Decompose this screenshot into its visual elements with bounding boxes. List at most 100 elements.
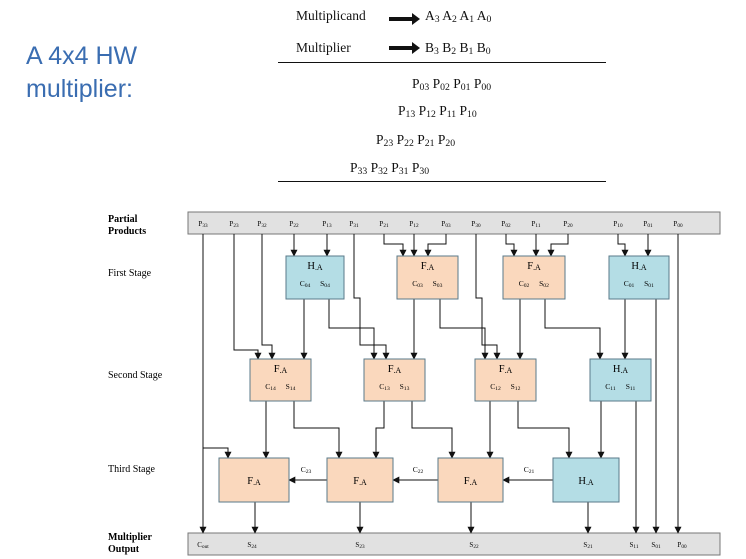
- wire: [475, 234, 501, 360]
- partial-bit: P10: [459, 103, 477, 120]
- block-carry: C02: [519, 279, 530, 289]
- row-label-partial-1: Partial: [108, 214, 138, 225]
- top-bit-label: P03: [441, 220, 451, 229]
- partial-bit: P01: [453, 76, 471, 93]
- multiplicand-label: Multiplicand: [296, 8, 366, 23]
- output-bit-label: S22: [469, 541, 479, 550]
- partial-bit: P31: [391, 160, 409, 177]
- block-title: H.A: [307, 261, 323, 272]
- wire: [353, 234, 390, 360]
- adder-block: [502, 255, 566, 300]
- partial-bit: P12: [418, 103, 436, 120]
- output-bit-label: S23: [355, 541, 365, 550]
- partial-products-bar: [187, 211, 721, 235]
- top-bit-label: P30: [471, 220, 481, 229]
- adder-block: [285, 255, 345, 300]
- output-bit-label: S21: [583, 541, 593, 550]
- top-bit-label: P12: [409, 220, 419, 229]
- top-bit-label: P02: [501, 220, 511, 229]
- block-sum: S04: [320, 279, 330, 289]
- block-carry: C11: [605, 382, 616, 392]
- partial-bit: P21: [417, 132, 435, 149]
- output-bit-label: S01: [651, 541, 661, 550]
- partial-row: P23 P22 P21 P20: [376, 132, 455, 149]
- partial-bit: P13: [398, 103, 416, 120]
- partial-bit: P02: [432, 76, 450, 93]
- top-bit-label: P10: [613, 220, 623, 229]
- block-title: F.A: [499, 364, 513, 375]
- bit-a1: A1: [459, 8, 475, 25]
- bit-a3: A3: [425, 8, 440, 25]
- block-title: F.A: [388, 364, 402, 375]
- partial-row: P13 P12 P11 P10: [398, 103, 477, 120]
- block-carry: C13: [379, 382, 390, 392]
- top-bit-label: P31: [349, 220, 359, 229]
- adder-block: [396, 255, 459, 300]
- top-rule: [278, 62, 606, 63]
- carry-label: C23: [301, 465, 312, 475]
- wires: [199, 234, 682, 534]
- block-sum: S02: [539, 279, 549, 289]
- block-title: H.A: [578, 476, 594, 487]
- adder-blocks: [218, 255, 670, 503]
- wire: [544, 299, 604, 360]
- adder-block: [552, 457, 620, 503]
- wire: [424, 234, 447, 257]
- top-bit-label: P13: [322, 220, 332, 229]
- adder-block: [437, 457, 504, 503]
- top-bit-label: P11: [532, 220, 541, 229]
- partial-bit: P23: [376, 132, 394, 149]
- row-label-second-stage: Second Stage: [108, 370, 163, 381]
- block-sum: S12: [511, 382, 521, 392]
- wire: [617, 234, 629, 257]
- block-title: F.A: [421, 261, 435, 272]
- wire: [233, 234, 262, 360]
- row-label-third-stage: Third Stage: [108, 464, 155, 475]
- wire: [261, 234, 276, 360]
- wire: [439, 299, 489, 360]
- partial-bit: P22: [396, 132, 414, 149]
- block-title: H.A: [631, 261, 647, 272]
- bottom-rule: [278, 181, 606, 182]
- multiplier-bits: B3 B2 B1 B0: [425, 40, 491, 57]
- slide-title-line1: A 4x4 HW: [26, 42, 138, 70]
- partial-bit: P32: [370, 160, 388, 177]
- output-bit-label: S24: [247, 541, 257, 550]
- block-carry: C14: [265, 382, 276, 392]
- block-sum: S14: [286, 382, 296, 392]
- output-bit-label: S11: [630, 541, 639, 550]
- block-title: F.A: [353, 476, 367, 487]
- adder-block: [363, 358, 426, 402]
- block-title: F.A: [247, 476, 261, 487]
- partial-bit: P20: [437, 132, 456, 149]
- wire: [372, 401, 385, 459]
- bit-b2: B2: [442, 40, 457, 57]
- wire: [293, 401, 343, 459]
- partial-bit: P30: [411, 160, 430, 177]
- partial-bit: P03: [412, 76, 430, 93]
- block-sum: S01: [644, 279, 654, 289]
- wire: [411, 401, 456, 459]
- top-bit-label: P01: [643, 220, 653, 229]
- row-label-partial-2: Products: [108, 226, 146, 237]
- carry-label: C22: [413, 465, 424, 475]
- adder-block: [249, 358, 312, 402]
- top-bit-label: P21: [379, 220, 389, 229]
- adder-block: [218, 457, 290, 503]
- top-bit-label: P33: [198, 220, 208, 229]
- wire: [517, 401, 573, 459]
- wire: [202, 234, 232, 459]
- block-carry: C03: [412, 279, 423, 289]
- partial-row: P33 P32 P31 P30: [350, 160, 429, 177]
- bit-b0: B0: [476, 40, 491, 57]
- block-title: F.A: [464, 476, 478, 487]
- block-title: H.A: [613, 364, 629, 375]
- block-title: F.A: [274, 364, 288, 375]
- bit-b3: B3: [425, 40, 439, 57]
- adder-block: [589, 358, 652, 402]
- slide-title-line2: multiplier:: [26, 75, 133, 103]
- top-bit-label: P22: [289, 220, 299, 229]
- wire: [328, 299, 378, 360]
